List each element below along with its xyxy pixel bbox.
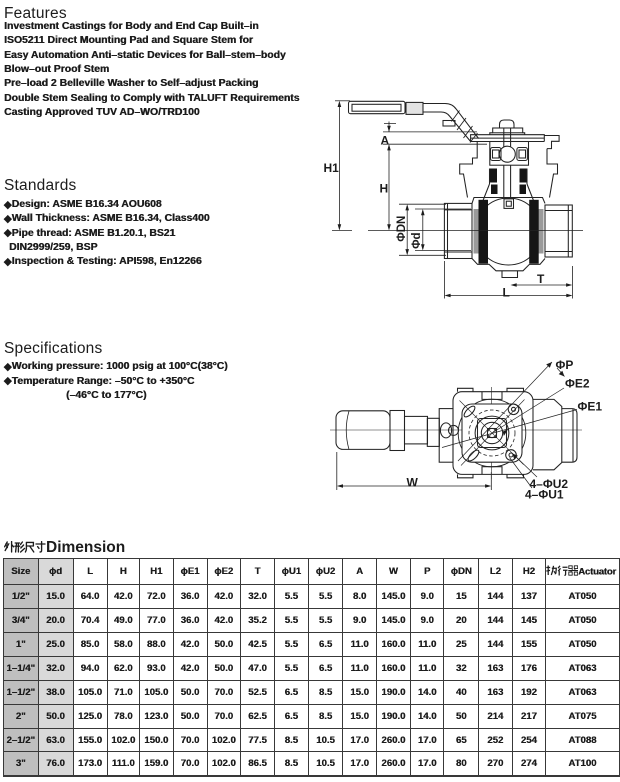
svg-text:ΦE2: ΦE2 — [565, 377, 590, 391]
svg-text:W: W — [407, 476, 419, 490]
svg-text:Φd: Φd — [411, 232, 423, 248]
svg-text:ΦE1: ΦE1 — [578, 400, 603, 414]
svg-text:A: A — [381, 134, 390, 148]
svg-text:H: H — [380, 182, 389, 196]
svg-text:L: L — [503, 286, 510, 300]
svg-text:4–ΦU1: 4–ΦU1 — [525, 488, 564, 502]
svg-text:ΦP: ΦP — [556, 358, 574, 372]
svg-text:4–ΦU2: 4–ΦU2 — [530, 477, 569, 491]
svg-text:ΦDN: ΦDN — [396, 216, 408, 242]
svg-text:T: T — [537, 272, 545, 286]
svg-text:H1: H1 — [324, 161, 340, 175]
